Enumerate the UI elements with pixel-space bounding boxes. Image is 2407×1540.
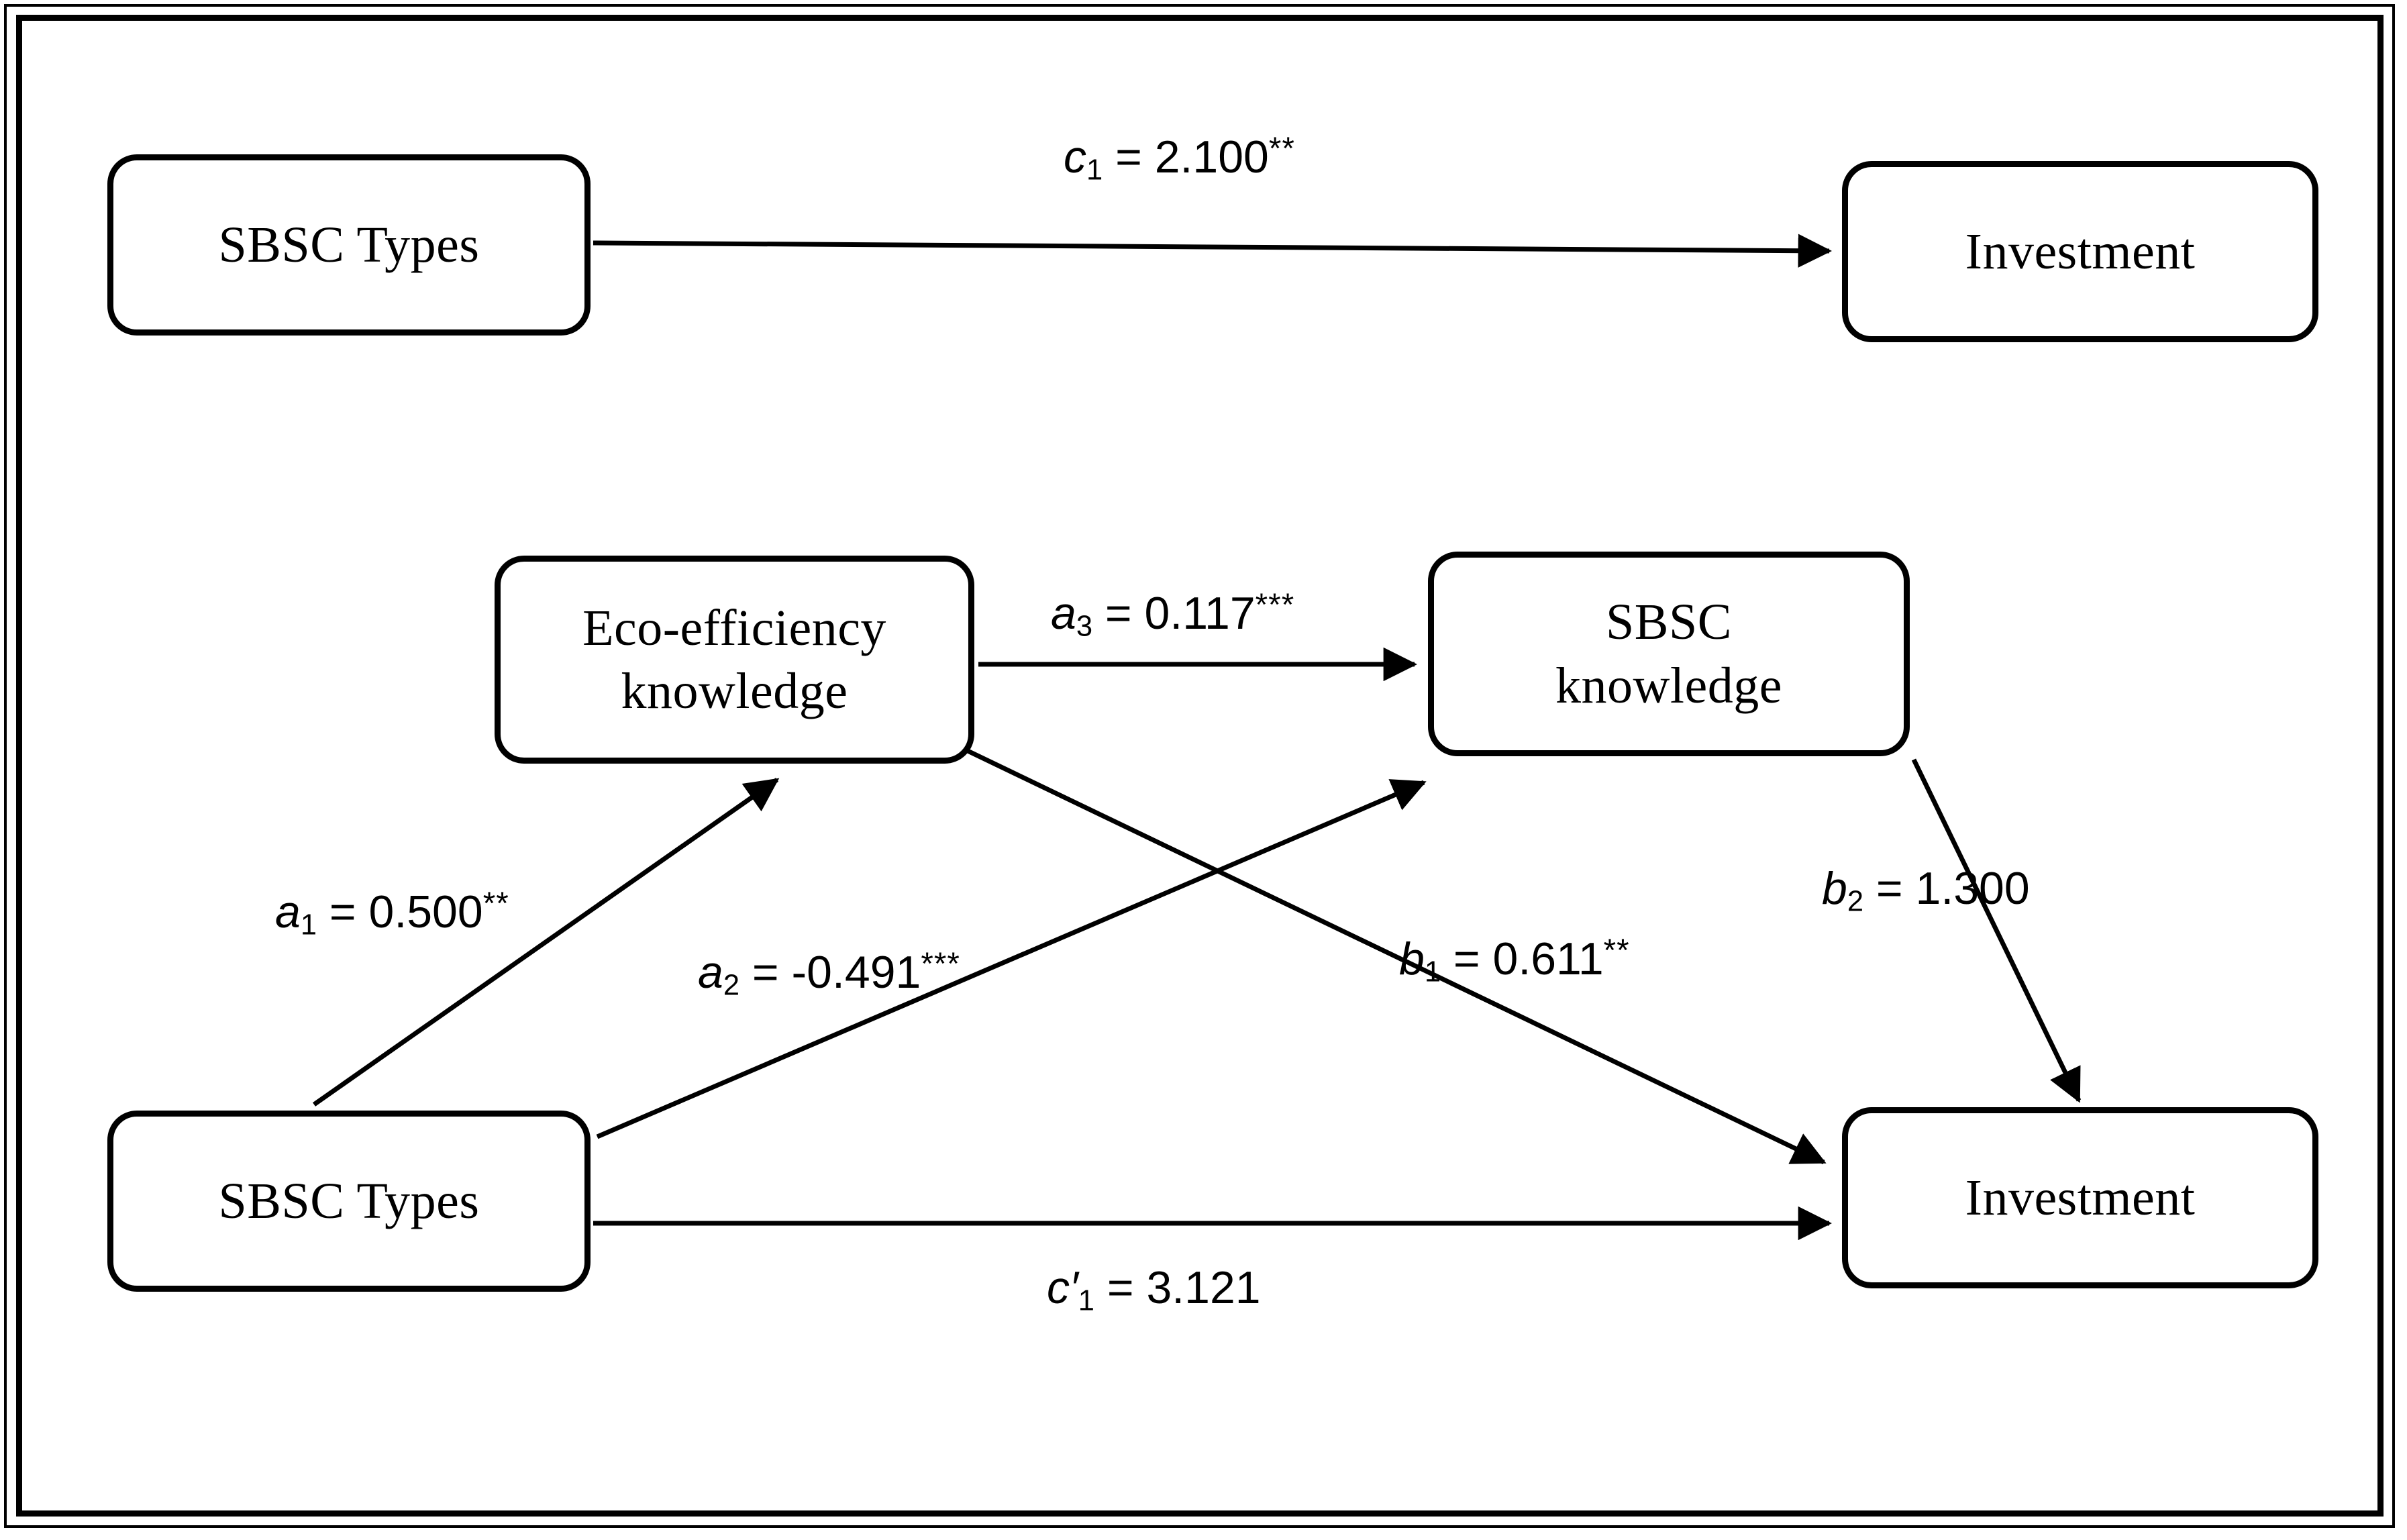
node-label: Investment <box>1965 223 2196 280</box>
coef-value: -0.491 <box>791 947 921 998</box>
figure-outer-border <box>4 4 2395 1528</box>
node-label: SBSC knowledge <box>1555 594 1782 714</box>
coef-value: 3.121 <box>1146 1262 1261 1313</box>
equals-sign: = <box>1103 132 1155 183</box>
coef-value: 0.500 <box>368 886 483 937</box>
equals-sign: = <box>317 886 369 937</box>
coef-subscript: 1 <box>1086 154 1103 187</box>
coef-symbol: a <box>698 947 723 998</box>
coef-symbol: b <box>1399 933 1425 984</box>
coef-subscript: 1 <box>300 909 317 941</box>
coef-value: 1.300 <box>1915 863 2030 914</box>
node-sbsc-types-top[interactable]: SBSC Types <box>107 154 591 336</box>
edge-label-a3: a3 = 0.117*** <box>1051 588 1294 641</box>
equals-sign: = <box>1094 1262 1147 1313</box>
equals-sign: = <box>1863 863 1916 914</box>
node-eco-efficiency-knowledge[interactable]: Eco-efficiency knowledge <box>495 556 974 764</box>
coef-symbol: c <box>1047 1262 1070 1313</box>
significance-stars: *** <box>1255 587 1295 623</box>
equals-sign: = <box>739 947 792 998</box>
figure-inner-border <box>16 15 2384 1517</box>
coef-symbol: b <box>1822 863 1847 914</box>
equals-sign: = <box>1092 588 1145 639</box>
coef-symbol: a <box>275 886 301 937</box>
coef-symbol: a <box>1051 588 1076 639</box>
node-sbsc-types-bottom[interactable]: SBSC Types <box>107 1111 591 1292</box>
node-label: SBSC Types <box>218 216 480 273</box>
edge-label-a2: a2 = -0.491*** <box>698 946 960 1000</box>
edge-label-c-prime-1: c′1 = 3.121 <box>1047 1262 1261 1315</box>
significance-stars: *** <box>921 946 960 982</box>
coef-value: 2.100 <box>1154 132 1269 183</box>
significance-stars: ** <box>482 886 509 922</box>
edge-a1-arrow <box>312 778 780 1107</box>
coef-subscript: 2 <box>723 969 740 1002</box>
edge-b1-arrow <box>965 748 1827 1165</box>
edge-label-c1: c1 = 2.100** <box>1064 131 1295 185</box>
node-label: Eco-efficiency knowledge <box>582 599 886 719</box>
coef-subscript: 1 <box>1424 956 1441 988</box>
significance-stars: ** <box>1268 131 1295 167</box>
coef-prime: ′ <box>1070 1262 1078 1313</box>
node-investment-bottom[interactable]: Investment <box>1842 1107 2318 1288</box>
coef-symbol: c <box>1064 132 1086 183</box>
node-label: SBSC Types <box>218 1172 480 1229</box>
coef-value: 0.611 <box>1492 933 1604 984</box>
edge-b2-arrow <box>1911 758 2082 1103</box>
edge-label-b1: b1 = 0.611** <box>1399 933 1630 986</box>
equals-sign: = <box>1441 933 1493 984</box>
edge-c1-arrow <box>593 234 1833 268</box>
edge-label-b2: b2 = 1.300 <box>1822 863 2030 916</box>
significance-stars: ** <box>1603 933 1630 969</box>
coef-subscript: 1 <box>1078 1284 1094 1317</box>
edge-a2-arrow <box>596 779 1427 1139</box>
node-sbsc-knowledge[interactable]: SBSC knowledge <box>1428 552 1910 756</box>
coef-subscript: 2 <box>1847 885 1864 918</box>
node-label: Investment <box>1965 1169 2196 1226</box>
edge-label-a1: a1 = 0.500** <box>275 886 509 939</box>
coef-subscript: 3 <box>1076 610 1093 643</box>
coef-value: 0.117 <box>1144 588 1256 639</box>
node-investment-top[interactable]: Investment <box>1842 161 2318 342</box>
